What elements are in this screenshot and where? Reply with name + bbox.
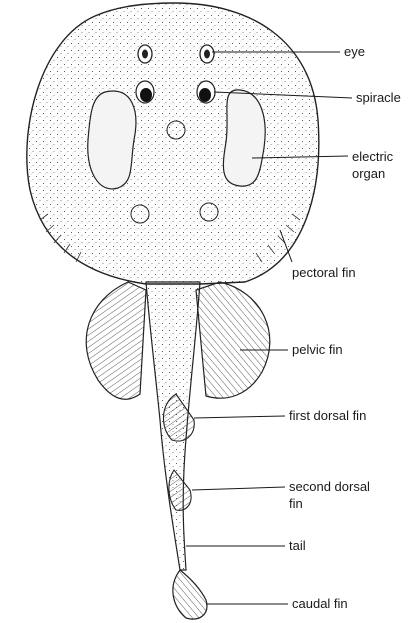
label-caudal-fin: caudal fin xyxy=(292,596,348,611)
label-spiracle: spiracle xyxy=(356,90,401,105)
label-electric-organ-line1: electric xyxy=(352,149,393,164)
label-eye: eye xyxy=(344,44,365,59)
electric-organ-left xyxy=(88,91,136,189)
label-pelvic-fin: pelvic fin xyxy=(292,342,343,357)
leader-first-dorsal-fin xyxy=(194,416,285,418)
spiracle-left xyxy=(136,81,154,103)
eye-left xyxy=(138,45,152,63)
pelvic-fin-right xyxy=(196,282,270,398)
label-first-dorsal-fin: first dorsal fin xyxy=(289,408,366,423)
label-electric-organ-line2: organ xyxy=(352,166,385,181)
electric-organ-right xyxy=(223,90,265,186)
label-tail: tail xyxy=(289,538,306,553)
center-pore xyxy=(167,121,185,139)
pelvic-fin-left xyxy=(86,282,146,399)
spiracle-right xyxy=(197,81,215,103)
label-second-dorsal-fin-line1: second dorsal xyxy=(289,479,370,494)
label-pectoral-fin: pectoral fin xyxy=(292,265,356,280)
disc-body xyxy=(27,3,319,284)
eye-right xyxy=(200,45,214,63)
caudal-fin-shape xyxy=(173,570,207,619)
leader-second-dorsal-fin xyxy=(192,487,285,490)
label-second-dorsal-fin-line2: fin xyxy=(289,496,303,511)
